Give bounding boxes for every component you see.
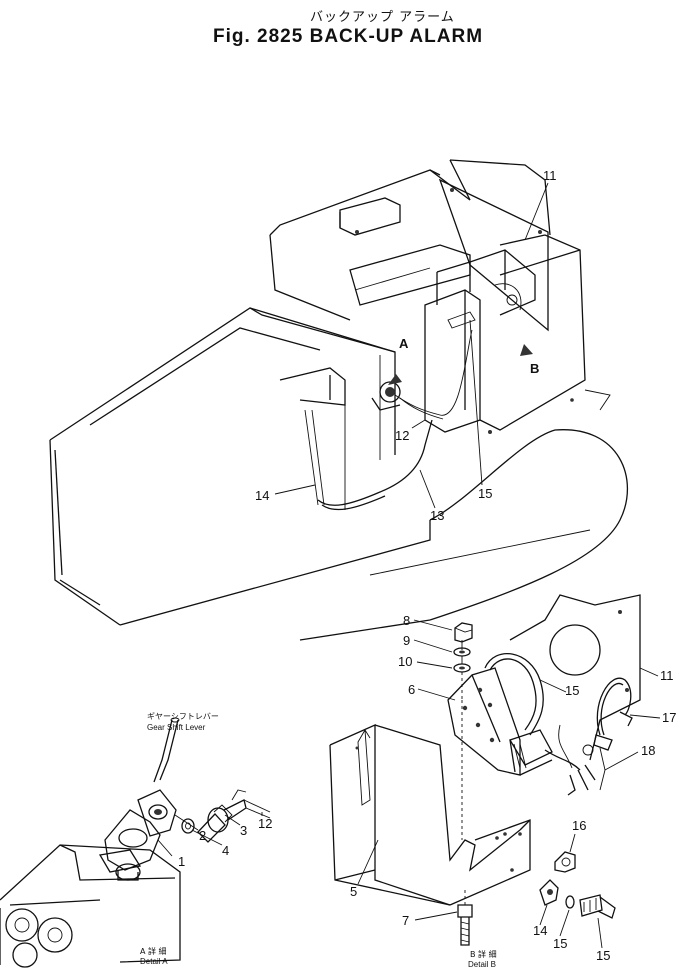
main-callouts: 11 12 13 14 15 (255, 168, 557, 523)
detail-b-drawing (329, 594, 641, 946)
callout-17: 15 (596, 948, 610, 963)
callout-11-top: 11 (543, 168, 557, 183)
detail-a-label-en: Detail A (140, 957, 168, 966)
callout-5: 5 (350, 884, 357, 899)
view-arrow-a: A (388, 336, 409, 385)
detail-a-drawing (0, 717, 271, 968)
gear-shift-label-jp: ギヤーシフトレバー (147, 712, 219, 721)
callout-13: 13 (430, 508, 444, 523)
callout-10: 10 (398, 654, 412, 669)
view-arrow-b: B (520, 344, 539, 376)
callout-19: 16 (572, 818, 586, 833)
callout-11-detail-b: 11 (660, 668, 674, 683)
callout-12-top: 12 (395, 428, 409, 443)
gear-shift-label-en: Gear Shift Lever (147, 723, 206, 732)
vehicle-body (49, 159, 629, 641)
callout-12-detail-a: 12 (258, 816, 272, 831)
callout-8: 8 (403, 613, 410, 628)
title-japanese: バックアップ アラーム (310, 10, 455, 25)
callout-14: 14 (255, 488, 269, 503)
detail-a-callouts: 1 2 3 4 12 ギヤーシフトレバー Gear Shift Lever A … (140, 712, 272, 966)
callout-1: 1 (178, 854, 185, 869)
callout-15-detail-b: 15 (565, 683, 579, 698)
callout-6: 6 (408, 682, 415, 697)
figure-title: Fig. 2825 BACK-UP ALARM (213, 26, 484, 47)
view-marker-a: A (399, 336, 409, 351)
callout-16: 14 (533, 923, 547, 938)
detail-a-label-jp: A 詳 細 (140, 946, 167, 956)
callout-7: 7 (402, 913, 409, 928)
callout-3: 3 (240, 823, 247, 838)
detail-b-label-en: Detail B (468, 960, 496, 969)
callout-4: 4 (222, 843, 229, 858)
callout-9: 9 (403, 633, 410, 648)
callout-18: 15 (553, 936, 567, 951)
callout-15-top: 15 (478, 486, 492, 501)
view-marker-b: B (530, 361, 539, 376)
detail-b-callouts: 8 9 10 6 5 7 15 11 17 18 16 14 15 15 B 詳… (350, 613, 676, 969)
detail-b-label-jp: B 詳 細 (470, 949, 497, 959)
callout-20: 17 (662, 710, 676, 725)
callout-21: 18 (641, 743, 655, 758)
